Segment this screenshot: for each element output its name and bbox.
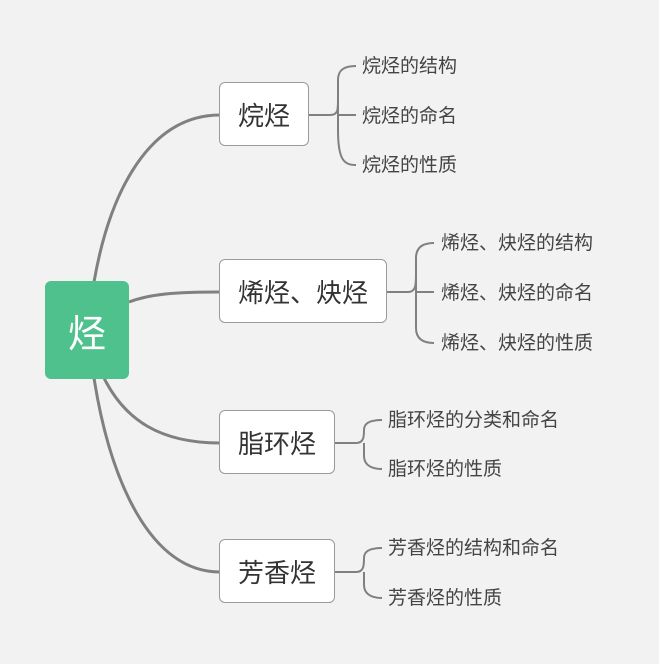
bracket-branch-4 (334, 547, 383, 599)
bracket-branch-2 (386, 242, 435, 344)
root-node[interactable]: 烃 (45, 281, 129, 379)
branch-label: 芳香烃 (237, 558, 316, 589)
connector-root-branch-2 (128, 290, 221, 304)
leaf-topic[interactable]: 烷烃的性质 (362, 154, 458, 176)
leaf-topic[interactable]: 脂环烃的分类和命名 (388, 409, 560, 431)
leaf-topic[interactable]: 烷烃的结构 (362, 55, 458, 77)
leaf-topic[interactable]: 脂环烃的性质 (388, 458, 503, 480)
bracket-branch-1 (308, 65, 357, 166)
connector-root-branch-4 (92, 377, 221, 574)
branch-node-alkanes[interactable]: 烷烃 (219, 82, 309, 146)
branch-node-cycloalkanes[interactable]: 脂环烃 (219, 410, 335, 474)
connector-root-branch-1 (92, 113, 221, 283)
leaf-topic[interactable]: 芳香烃的结构和命名 (388, 537, 560, 559)
branch-label: 烷烃 (237, 101, 290, 132)
leaf-topic[interactable]: 芳香烃的性质 (388, 587, 503, 609)
branch-label: 脂环烃 (237, 429, 316, 460)
leaf-topic[interactable]: 烯烃、炔烃的性质 (441, 332, 594, 354)
branch-node-alkenes-alkynes[interactable]: 烯烃、炔烃 (219, 259, 387, 323)
bracket-branch-3 (334, 419, 383, 470)
branch-label: 烯烃、炔烃 (237, 278, 368, 309)
leaf-topic[interactable]: 烯烃、炔烃的命名 (441, 282, 594, 304)
leaf-topic[interactable]: 烷烃的命名 (362, 105, 458, 127)
connector-root-branch-3 (102, 377, 221, 445)
leaf-topic[interactable]: 烯烃、炔烃的结构 (441, 232, 594, 254)
root-label: 烃 (67, 311, 106, 356)
branch-node-aromatics[interactable]: 芳香烃 (219, 539, 335, 603)
